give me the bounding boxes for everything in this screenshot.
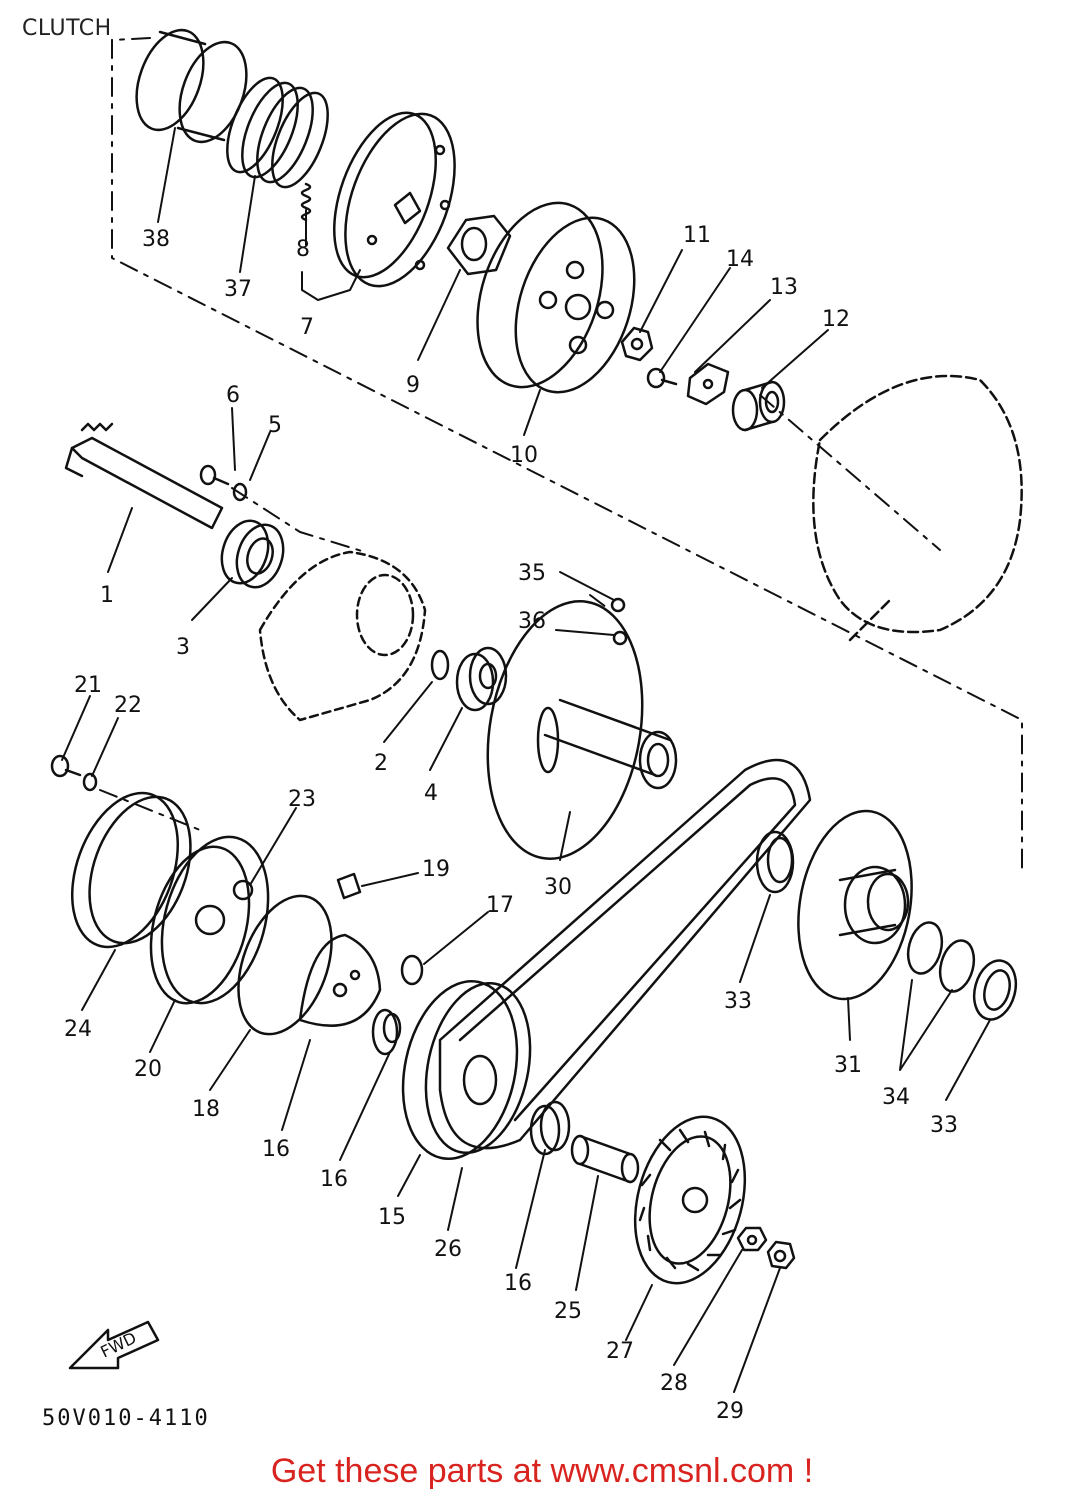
callout-31: 30 bbox=[544, 875, 572, 900]
callout-35: 35 bbox=[518, 561, 546, 586]
part-23-washer bbox=[82, 772, 98, 792]
part-7-clutch-shoe bbox=[333, 111, 456, 288]
callout-33-right: 33 bbox=[930, 1113, 958, 1138]
callout-6: 6 bbox=[226, 383, 240, 408]
part-1-shaft bbox=[64, 422, 224, 530]
part-37-spring bbox=[226, 76, 329, 189]
callout-30: 29 bbox=[716, 1399, 744, 1424]
crankcase-outline bbox=[812, 374, 1023, 642]
callout-4: 4 bbox=[424, 781, 438, 806]
part-32-sliding-sheave bbox=[797, 809, 913, 1001]
callout-25: 24 bbox=[64, 1017, 92, 1042]
callout-36: 36 bbox=[518, 609, 546, 634]
part-6-bolt bbox=[199, 464, 230, 486]
part-38-housing bbox=[135, 28, 248, 144]
part-3-bearing bbox=[220, 519, 285, 589]
callout-28: 27 bbox=[606, 1339, 634, 1364]
callout-9: 9 bbox=[406, 373, 420, 398]
part-31-secondary-sheave bbox=[486, 600, 678, 860]
assembly-lines bbox=[99, 37, 1023, 871]
footer-link[interactable]: Get these parts at www.cmsnl.com ! bbox=[270, 1452, 814, 1490]
part-16-bushing-left bbox=[371, 1008, 402, 1056]
callout-16-left: 16 bbox=[320, 1167, 348, 1192]
callout-5: 5 bbox=[268, 413, 282, 438]
callout-20: 18 bbox=[192, 1097, 220, 1122]
part-25-cover-plate bbox=[70, 791, 192, 949]
part-29-washer bbox=[736, 1226, 768, 1252]
part-2-circlip bbox=[430, 649, 450, 681]
part-16-bushing-right bbox=[529, 1100, 571, 1156]
section-title: CLUTCH bbox=[22, 16, 112, 41]
callout-13: 13 bbox=[770, 275, 798, 300]
part-10-clutch-drum bbox=[476, 201, 636, 394]
callout-labels: 38 37 8 7 9 10 11 14 13 12 6 5 1 3 35 36… bbox=[64, 223, 958, 1424]
callout-37: 37 bbox=[224, 277, 252, 302]
callout-29: 28 bbox=[660, 1371, 688, 1396]
part-33-oil-seal-right bbox=[972, 959, 1018, 1021]
part-36-washer bbox=[612, 630, 628, 646]
callout-22: 21 bbox=[74, 673, 102, 698]
callout-19: 19 bbox=[422, 857, 450, 882]
part-17-roller bbox=[400, 954, 424, 986]
callout-7: 7 bbox=[300, 315, 314, 340]
part-35-bolt bbox=[610, 597, 626, 613]
part-20-o-ring bbox=[237, 894, 333, 1036]
part-4-bearing bbox=[455, 646, 508, 712]
callout-23: 22 bbox=[114, 693, 142, 718]
part-21-cam-plate bbox=[149, 835, 270, 1005]
part-12-bearing bbox=[731, 380, 786, 432]
callout-21: 20 bbox=[134, 1057, 162, 1082]
part-18-weights bbox=[298, 933, 382, 1027]
fwd-arrow-icon: FWD bbox=[68, 1320, 160, 1370]
leader-lines bbox=[61, 127, 991, 1393]
part-9-nut bbox=[446, 214, 512, 276]
part-22-bolt bbox=[50, 754, 82, 778]
callout-34: 34 bbox=[882, 1085, 910, 1110]
callout-2: 2 bbox=[374, 751, 388, 776]
part-26-collar bbox=[570, 1134, 640, 1184]
callout-3: 3 bbox=[176, 635, 190, 660]
callout-1: 1 bbox=[100, 583, 114, 608]
callout-8: 8 bbox=[296, 237, 310, 262]
callout-11: 11 bbox=[683, 223, 711, 248]
callout-15: 15 bbox=[378, 1205, 406, 1230]
callout-16-right: 16 bbox=[504, 1271, 532, 1296]
part-11-nut bbox=[620, 326, 654, 362]
part-5-washer bbox=[232, 482, 248, 502]
callout-26: 25 bbox=[554, 1299, 582, 1324]
drawing-code: 50V010-4110 bbox=[42, 1406, 210, 1431]
part-19-slider bbox=[336, 872, 362, 900]
callout-38: 38 bbox=[142, 227, 170, 252]
part-14-bolt bbox=[646, 367, 678, 389]
part-34-o-rings bbox=[906, 921, 976, 993]
part-28-fan-sheave bbox=[633, 1115, 747, 1285]
v-belt bbox=[438, 758, 812, 1150]
part-30-nut bbox=[766, 1240, 796, 1270]
callout-27: 26 bbox=[434, 1237, 462, 1262]
callout-17: 17 bbox=[486, 893, 514, 918]
transmission-cover bbox=[258, 550, 427, 722]
part-15-primary-sheave bbox=[401, 979, 532, 1161]
callout-32: 31 bbox=[834, 1053, 862, 1078]
callout-10: 10 bbox=[510, 443, 538, 468]
callout-12: 12 bbox=[822, 307, 850, 332]
callout-33-left: 33 bbox=[724, 989, 752, 1014]
part-13-plate bbox=[686, 362, 730, 406]
callout-24: 23 bbox=[288, 787, 316, 812]
callout-18: 16 bbox=[262, 1137, 290, 1162]
part-33-oil-seal-left bbox=[755, 830, 795, 894]
callout-14: 14 bbox=[726, 247, 754, 272]
